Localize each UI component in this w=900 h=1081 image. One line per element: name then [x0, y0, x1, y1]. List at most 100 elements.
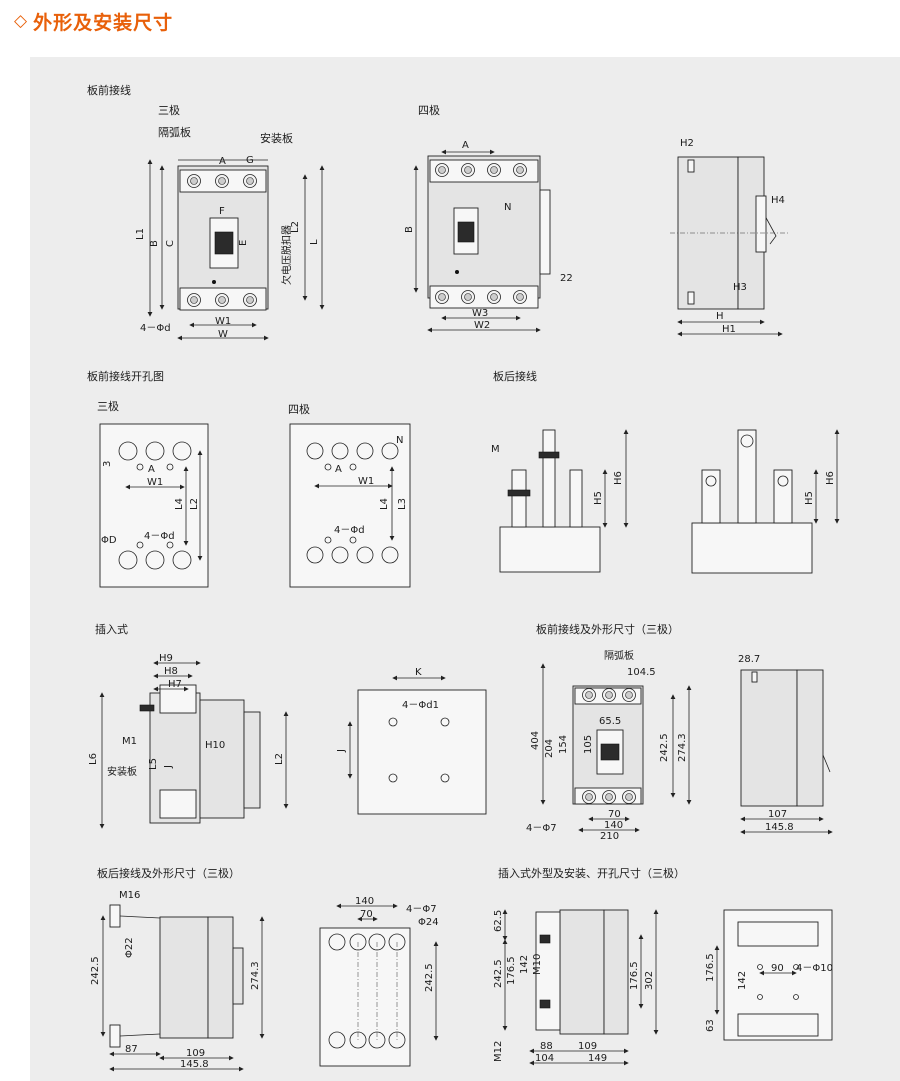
- svg-text:L2: L2: [189, 498, 200, 510]
- svg-text:274.3: 274.3: [677, 733, 688, 762]
- svg-text:A: A: [335, 464, 342, 475]
- svg-text:28.7: 28.7: [738, 654, 760, 665]
- svg-text:H4: H4: [771, 195, 785, 206]
- svg-text:M10: M10: [532, 954, 543, 975]
- svg-text:安装板: 安装板: [107, 765, 137, 778]
- svg-text:145.8: 145.8: [180, 1059, 209, 1070]
- svg-text:176.5: 176.5: [705, 953, 716, 982]
- svg-text:62.5: 62.5: [493, 910, 504, 932]
- svg-text:L3: L3: [397, 498, 408, 510]
- svg-text:105: 105: [583, 735, 594, 754]
- svg-text:274.3: 274.3: [250, 961, 261, 990]
- svg-text:H6: H6: [825, 471, 836, 485]
- svg-text:J: J: [163, 765, 174, 769]
- svg-text:A: A: [462, 140, 469, 151]
- svg-text:142: 142: [519, 955, 530, 974]
- svg-text:H2: H2: [680, 138, 694, 149]
- svg-text:22: 22: [560, 273, 573, 284]
- svg-text:四极: 四极: [288, 402, 310, 416]
- svg-text:4－Φ10: 4－Φ10: [796, 963, 833, 974]
- svg-text:109: 109: [578, 1041, 597, 1052]
- svg-text:H10: H10: [205, 740, 225, 751]
- rear-wiring-view-a: [499, 429, 601, 573]
- label-three-pole: 三极: [158, 103, 180, 117]
- four-pole-front-view: [427, 155, 551, 309]
- svg-text:65.5: 65.5: [599, 716, 621, 727]
- svg-text:ΦD: ΦD: [101, 535, 117, 546]
- svg-text:70: 70: [608, 809, 621, 820]
- svg-text:C: C: [165, 240, 176, 247]
- svg-text:L6: L6: [88, 753, 99, 765]
- svg-text:W1: W1: [358, 476, 374, 487]
- svg-text:140: 140: [604, 820, 623, 831]
- section-title: 外形及安装尺寸: [33, 11, 174, 34]
- svg-text:N: N: [504, 202, 511, 213]
- svg-text:H8: H8: [164, 666, 178, 677]
- svg-text:L: L: [309, 239, 320, 245]
- svg-text:L1: L1: [135, 228, 146, 240]
- svg-text:M16: M16: [119, 890, 140, 901]
- section-header: ◇ 外形及安装尺寸: [14, 6, 173, 36]
- svg-text:W: W: [218, 329, 228, 340]
- svg-text:J: J: [336, 749, 347, 753]
- svg-text:F: F: [219, 206, 225, 217]
- section-label-rear-3pole: 板后接线及外形尺寸（三极）: [97, 866, 240, 880]
- svg-text:176.5: 176.5: [629, 961, 640, 990]
- front-3pole-side-view: [740, 669, 831, 807]
- svg-text:L2: L2: [290, 221, 301, 233]
- plug-in-cutout: [357, 689, 487, 815]
- svg-text:W3: W3: [472, 308, 488, 319]
- svg-text:90: 90: [771, 963, 784, 974]
- svg-text:H7: H7: [168, 679, 182, 690]
- svg-text:149: 149: [588, 1053, 607, 1064]
- svg-text:W2: W2: [474, 320, 490, 331]
- svg-text:242.5: 242.5: [659, 733, 670, 762]
- svg-text:L4: L4: [174, 498, 185, 510]
- svg-text:204: 204: [544, 739, 555, 758]
- svg-text:4－Φd: 4－Φd: [334, 525, 365, 536]
- svg-text:107: 107: [768, 809, 787, 820]
- svg-text:M1: M1: [122, 736, 137, 747]
- svg-text:L2: L2: [274, 753, 285, 765]
- svg-text:242.5: 242.5: [424, 963, 435, 992]
- front-3pole-view: [572, 685, 644, 805]
- section-label-rear-wiring: 板后接线: [493, 369, 537, 383]
- svg-text:N: N: [396, 435, 403, 446]
- svg-text:4－Φ7: 4－Φ7: [526, 823, 557, 834]
- svg-text:M12: M12: [493, 1041, 504, 1062]
- svg-text:隔弧板: 隔弧板: [604, 649, 634, 662]
- svg-text:176.5: 176.5: [506, 956, 517, 985]
- svg-text:L4: L4: [379, 498, 390, 510]
- section-label-plug-in: 插入式: [95, 622, 128, 636]
- svg-text:Φ22: Φ22: [124, 937, 135, 958]
- svg-text:3: 3: [102, 461, 113, 467]
- svg-text:H5: H5: [593, 491, 604, 505]
- svg-text:63: 63: [705, 1019, 716, 1032]
- svg-text:B: B: [149, 240, 160, 247]
- svg-text:242.5: 242.5: [90, 956, 101, 985]
- svg-text:104: 104: [535, 1053, 554, 1064]
- svg-text:B: B: [404, 226, 415, 233]
- svg-text:H5: H5: [804, 491, 815, 505]
- svg-text:87: 87: [125, 1044, 138, 1055]
- four-pole-cutout: [306, 442, 399, 564]
- svg-text:4－Φd: 4－Φd: [144, 531, 175, 542]
- svg-text:L5: L5: [148, 758, 159, 770]
- svg-text:302: 302: [644, 971, 655, 990]
- svg-text:H: H: [716, 311, 724, 322]
- svg-text:A: A: [219, 156, 226, 167]
- svg-text:4－Φd: 4－Φd: [140, 323, 171, 334]
- svg-text:145.8: 145.8: [765, 822, 794, 833]
- plug-in-3pole-side-view: [535, 909, 629, 1035]
- three-pole-front-view: [177, 165, 269, 311]
- svg-text:104.5: 104.5: [627, 667, 656, 678]
- svg-text:W1: W1: [147, 477, 163, 488]
- rear-wiring-view-b: [691, 429, 813, 574]
- svg-text:H9: H9: [159, 653, 173, 664]
- svg-text:70: 70: [360, 909, 373, 920]
- svg-text:H6: H6: [613, 471, 624, 485]
- svg-text:E: E: [238, 240, 249, 246]
- section-label-front-wiring: 板前接线: [87, 83, 131, 97]
- svg-text:G: G: [246, 155, 254, 166]
